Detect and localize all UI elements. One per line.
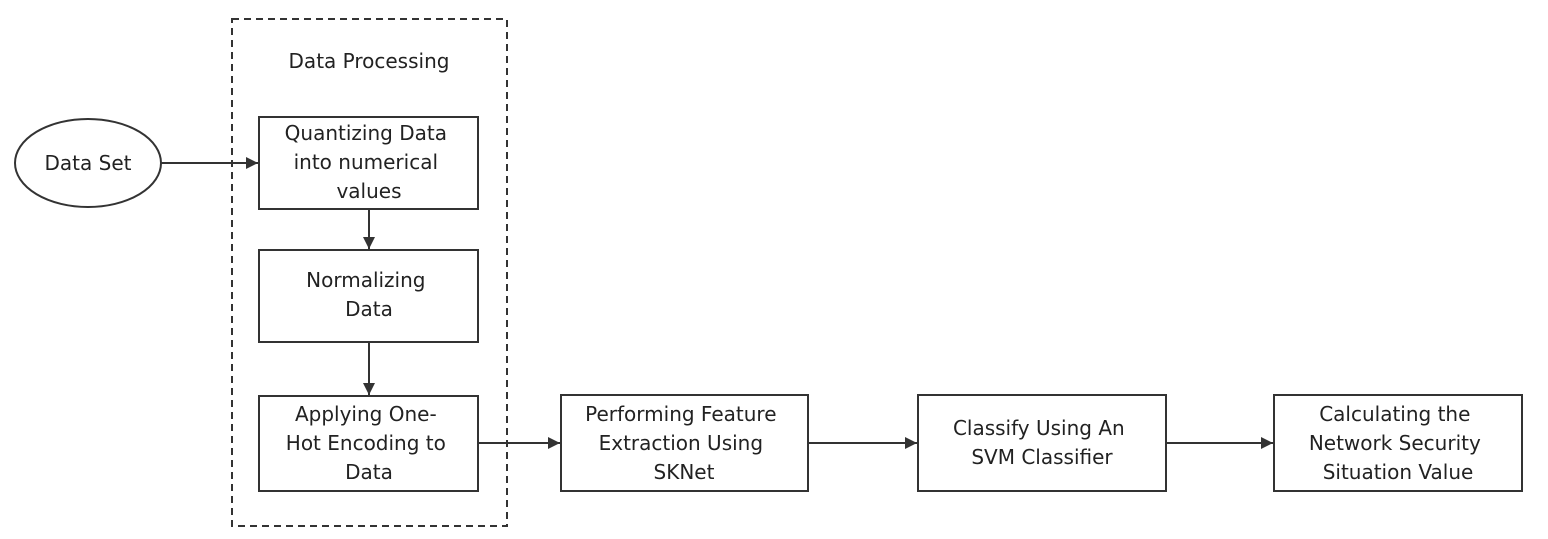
- classify-label: Classify Using An SVM Classifier: [953, 416, 1131, 469]
- data-set-node: Data Set: [14, 118, 162, 208]
- data-set-label: Data Set: [45, 151, 132, 175]
- onehot-label: Applying One- Hot Encoding to Data: [286, 402, 452, 484]
- classify-node: Classify Using An SVM Classifier: [917, 394, 1167, 492]
- feature-extraction-node: Performing Feature Extraction Using SKNe…: [560, 394, 809, 492]
- calculate-label: Calculating the Network Security Situati…: [1309, 402, 1487, 484]
- data-processing-group: [231, 18, 508, 527]
- data-processing-title: Data Processing: [289, 49, 450, 73]
- normalize-node: Normalizing Data: [258, 249, 479, 343]
- quantize-node: Quantizing Data into numerical values: [258, 116, 479, 210]
- quantize-label: Quantizing Data into numerical values: [285, 121, 454, 203]
- onehot-node: Applying One- Hot Encoding to Data: [258, 395, 479, 492]
- feature-extraction-label: Performing Feature Extraction Using SKNe…: [585, 402, 783, 484]
- calculate-node: Calculating the Network Security Situati…: [1273, 394, 1523, 492]
- normalize-label: Normalizing Data: [306, 268, 432, 321]
